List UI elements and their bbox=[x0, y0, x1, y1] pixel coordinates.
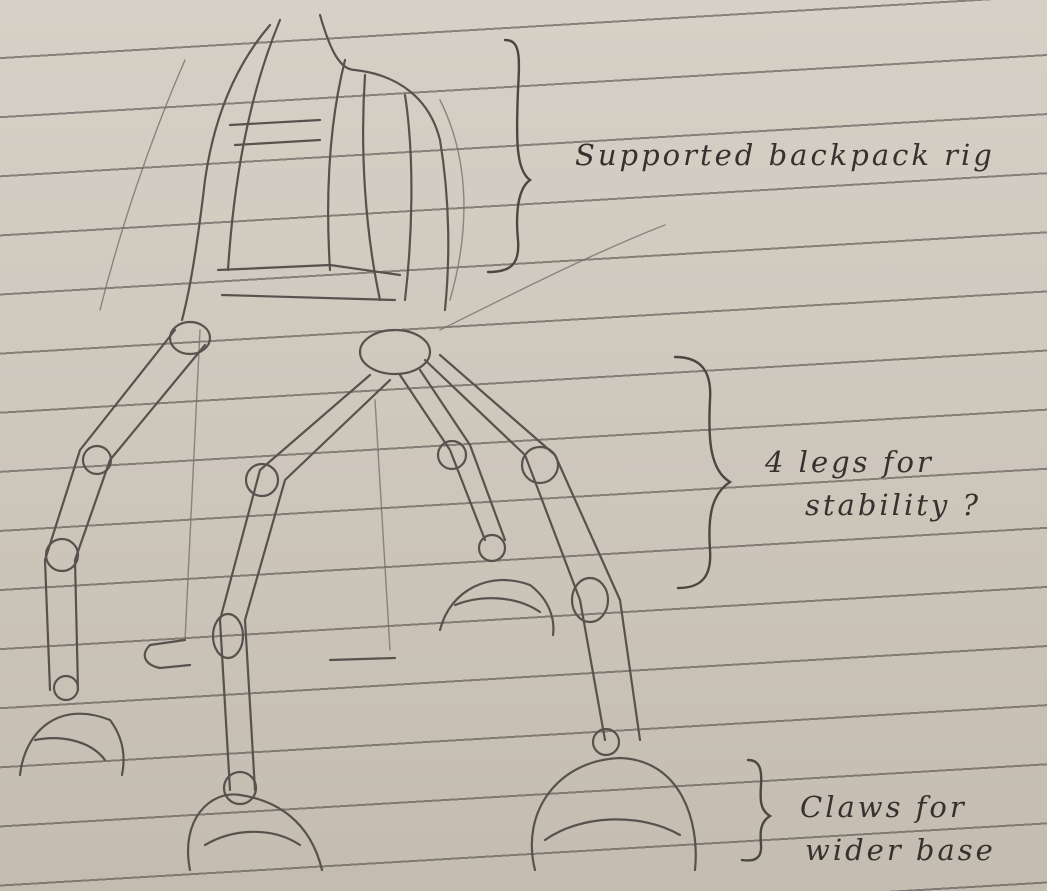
annotation-backpack-rig: Supported backpack rig bbox=[575, 138, 995, 172]
annotation-claws-line2: wider base bbox=[805, 833, 996, 867]
leg-right-outer bbox=[425, 355, 696, 870]
annotation-claws-line1: Claws for bbox=[800, 790, 967, 824]
leg-left-outer bbox=[20, 330, 205, 775]
leg-center-left bbox=[188, 375, 390, 870]
bracket-claws bbox=[742, 760, 770, 860]
bracket-legs bbox=[675, 357, 730, 588]
annotation-legs-line1: 4 legs for bbox=[765, 445, 934, 479]
hip-joint bbox=[360, 330, 430, 374]
bracket-backpack bbox=[488, 40, 530, 272]
left-hip-joint bbox=[170, 322, 210, 354]
backpack-rig-drawing bbox=[100, 15, 665, 668]
annotation-legs-line2: stability ? bbox=[805, 488, 981, 522]
